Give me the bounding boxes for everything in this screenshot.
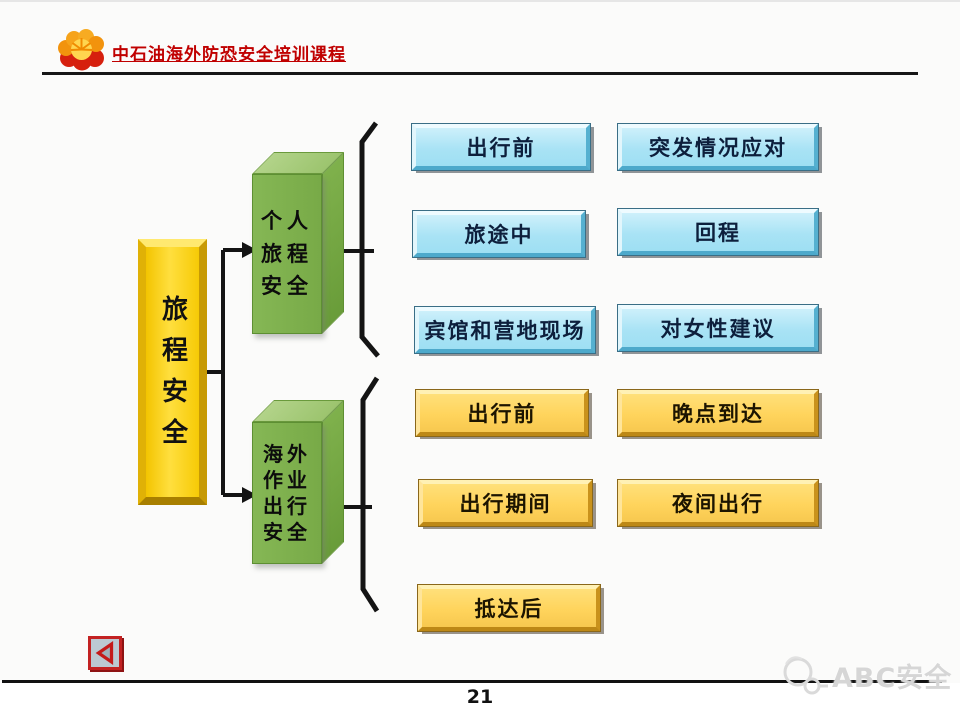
magnifier-icon	[783, 656, 828, 695]
leaf-label: 晚点到达	[672, 402, 764, 426]
leaf-label: 出行前	[466, 136, 536, 160]
leaf-night-travel: 夜间出行	[618, 480, 818, 526]
leaf-label: 对女性建议	[660, 317, 776, 341]
footer-divider	[2, 680, 942, 683]
watermark-text: ABC安全	[832, 662, 953, 694]
leaf-after-arrival: 抵达后	[418, 585, 600, 631]
back-button[interactable]	[88, 636, 122, 670]
leaf-during-travel: 出行期间	[419, 480, 592, 526]
root-label: 旅程安全	[157, 295, 188, 459]
branch-label: 海外 作业 出行 安全	[263, 442, 311, 544]
leaf-late-arrival: 晚点到达	[618, 390, 818, 436]
leaf-label: 回程	[695, 221, 741, 245]
leaf-label: 出行期间	[459, 492, 552, 516]
leaf-during-journey: 旅途中	[413, 211, 585, 257]
leaf-return-trip: 回程	[618, 209, 818, 255]
leaf-label: 突发情况应对	[649, 136, 787, 160]
leaf-emergency-response: 突发情况应对	[618, 124, 818, 170]
page-number: 21	[430, 686, 530, 708]
leaf-label: 夜间出行	[672, 492, 764, 516]
back-arrow-icon	[95, 640, 114, 666]
leaf-hotel-and-camp-site: 宾馆和营地现场	[415, 307, 595, 353]
branch-label: 个人 旅程 安全	[261, 209, 313, 299]
leaf-before-travel-personal: 出行前	[412, 124, 590, 170]
leaf-advice-for-women: 对女性建议	[618, 305, 818, 351]
leaf-label: 宾馆和营地现场	[424, 319, 586, 343]
leaf-label: 出行前	[467, 402, 537, 426]
node-travel-safety-root: 旅程安全	[138, 239, 207, 505]
petrochina-logo-icon	[58, 29, 104, 71]
box-side-face	[322, 152, 344, 334]
box-side-face	[322, 400, 344, 564]
node-personal-travel-safety: 个人 旅程 安全	[252, 152, 344, 334]
node-overseas-operation-travel-safety: 海外 作业 出行 安全	[252, 400, 344, 564]
leaf-label: 抵达后	[474, 597, 544, 621]
box-front-face: 个人 旅程 安全	[252, 174, 322, 334]
box-front-face: 海外 作业 出行 安全	[252, 422, 322, 564]
header-divider	[42, 72, 918, 75]
leaf-before-travel-overseas: 出行前	[416, 390, 588, 436]
watermark: ABC安全	[778, 652, 952, 698]
leaf-label: 旅途中	[464, 223, 534, 247]
course-title: 中石油海外防恐安全培训课程	[112, 45, 346, 65]
